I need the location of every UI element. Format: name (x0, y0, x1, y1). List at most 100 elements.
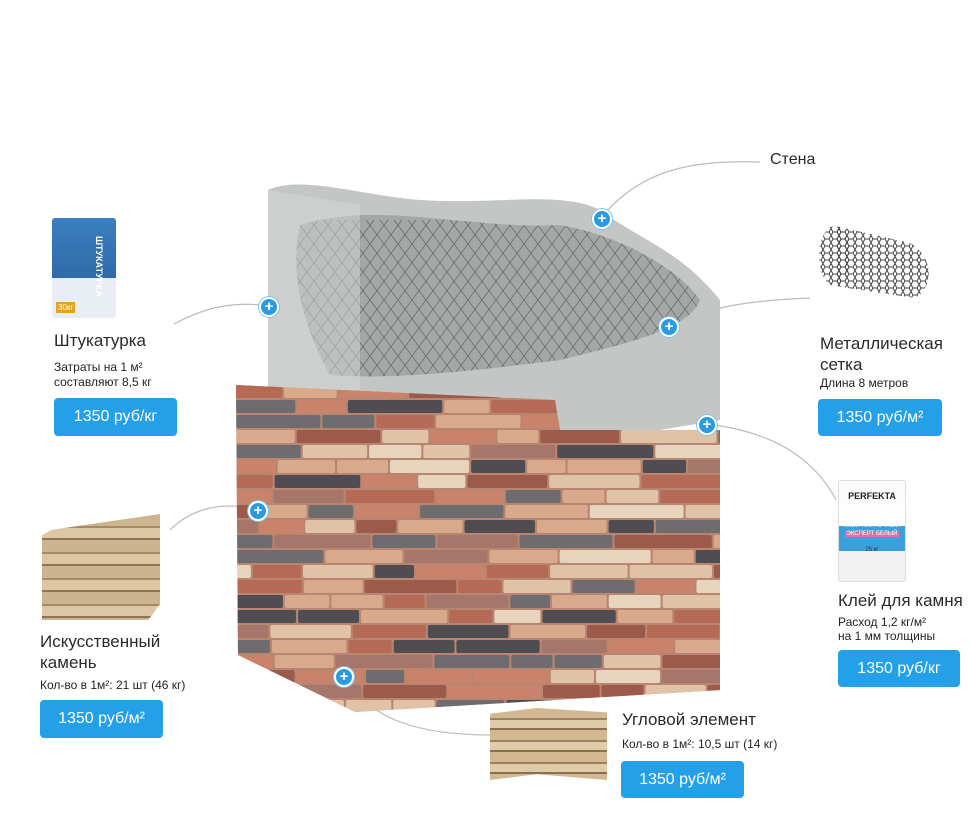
corner-title: Угловой элемент (622, 710, 756, 729)
stone-brick (721, 625, 782, 638)
stone-brick (596, 670, 660, 683)
stone-brick (236, 700, 304, 712)
marker-wall[interactable]: + (592, 209, 612, 229)
stone-brick (236, 445, 301, 458)
stone-brick (606, 490, 659, 503)
stone-brick (655, 520, 720, 533)
stone-brick (331, 595, 383, 608)
stone-brick (444, 400, 490, 413)
stone-brick (467, 475, 548, 488)
stone-brick (551, 595, 607, 608)
stone-brick (406, 670, 472, 683)
stone-brick (458, 580, 502, 593)
stone-brick (642, 460, 687, 473)
stone-brick (303, 565, 373, 578)
stone-brick (404, 550, 488, 563)
stone-brick (274, 475, 361, 488)
corner-element-image (490, 708, 607, 780)
stone-brick (236, 490, 272, 503)
stone-brick (363, 685, 447, 698)
stone-brick (542, 610, 616, 623)
corner-price-button[interactable]: 1350 руб/м² (621, 761, 744, 798)
stone-brick (549, 475, 640, 488)
stone-brick (236, 550, 324, 563)
stone-brick (550, 670, 595, 683)
stone-brick (510, 595, 550, 608)
stone-brick (601, 685, 644, 698)
stone-brick (486, 565, 549, 578)
mesh-wire (435, 219, 557, 377)
stone-brick (271, 640, 347, 653)
marker-plaster[interactable]: + (259, 297, 279, 317)
mesh-wire (351, 219, 473, 377)
stone-brick (426, 595, 509, 608)
mesh-wire (142, 220, 262, 380)
stone-brick (572, 580, 635, 593)
glue-bag-image: PERFEKTA КЛЕЙ ПЛИТОЧНЫЙ ЭКСПЕРТ БЕЛЫЙ 25… (838, 480, 906, 582)
mesh-wire (477, 219, 599, 377)
stone-brick (436, 700, 505, 712)
mesh-wire (100, 220, 220, 380)
stone-brick (587, 625, 646, 638)
glue-price-button[interactable]: 1350 руб/кг (838, 650, 960, 687)
stone-brick (608, 520, 654, 533)
stone-brick (298, 610, 360, 623)
stone-price-button[interactable]: 1350 руб/м² (40, 700, 163, 738)
stone-brick (260, 520, 304, 533)
stone-brick (494, 610, 541, 623)
plaster-price-button[interactable]: 1350 руб/кг (54, 398, 177, 436)
stone-brick (562, 490, 605, 503)
stone-brick (550, 565, 628, 578)
mesh-wire (491, 219, 613, 377)
stone-brick (436, 415, 521, 428)
mesh-wire (128, 220, 248, 380)
stone-brick (661, 670, 720, 683)
stone-brick (263, 685, 362, 698)
artificial-stone-image (42, 514, 160, 620)
stone-brick (629, 565, 713, 578)
stone-brick (274, 655, 334, 668)
mesh-wire (114, 220, 234, 380)
marker-glue[interactable]: + (697, 415, 717, 435)
mesh-wire (393, 219, 515, 377)
stone-brick (393, 640, 455, 653)
plaster-title: Штукатурка (54, 331, 146, 350)
stone-brick (345, 700, 392, 712)
wall-label: Стена (770, 151, 816, 168)
stone-brick (456, 640, 540, 653)
stone-brick (356, 520, 397, 533)
stone-brick (236, 415, 321, 428)
stone-brick (636, 580, 695, 593)
stone-brick (688, 460, 720, 473)
stone-brick (423, 445, 470, 458)
stone-brick (418, 475, 466, 488)
stone-brick (376, 415, 435, 428)
marker-mesh[interactable]: + (659, 317, 679, 337)
stone-brick (436, 490, 504, 503)
mesh-wire (421, 219, 543, 377)
stone-brick (236, 430, 295, 443)
stone-brick (543, 685, 600, 698)
mesh-desc: Длина 8 метров (820, 376, 909, 390)
glue-desc-1: Расход 1,2 кг/м² (838, 615, 927, 629)
stone-brick (641, 475, 720, 488)
stone-title-2: камень (40, 653, 97, 672)
stone-brick (559, 550, 651, 563)
mesh-price-button[interactable]: 1350 руб/м² (818, 399, 942, 436)
mesh-wire (156, 220, 276, 380)
stone-brick (675, 640, 720, 653)
stone-brick (510, 625, 586, 638)
stone-brick (284, 595, 330, 608)
marker-corner[interactable]: + (334, 667, 354, 687)
stone-brick (707, 685, 720, 698)
mesh-wire (114, 220, 234, 380)
mesh-title-1: Металлическая (820, 334, 943, 353)
stone-brick (236, 475, 273, 488)
marker-stone[interactable]: + (248, 501, 268, 521)
stone-brick (617, 610, 673, 623)
stone-brick (662, 595, 720, 608)
stone-brick (503, 580, 571, 593)
stone-desc: Кол-во в 1м²: 21 шт (46 кг) (40, 678, 186, 692)
stone-brick (236, 565, 251, 578)
